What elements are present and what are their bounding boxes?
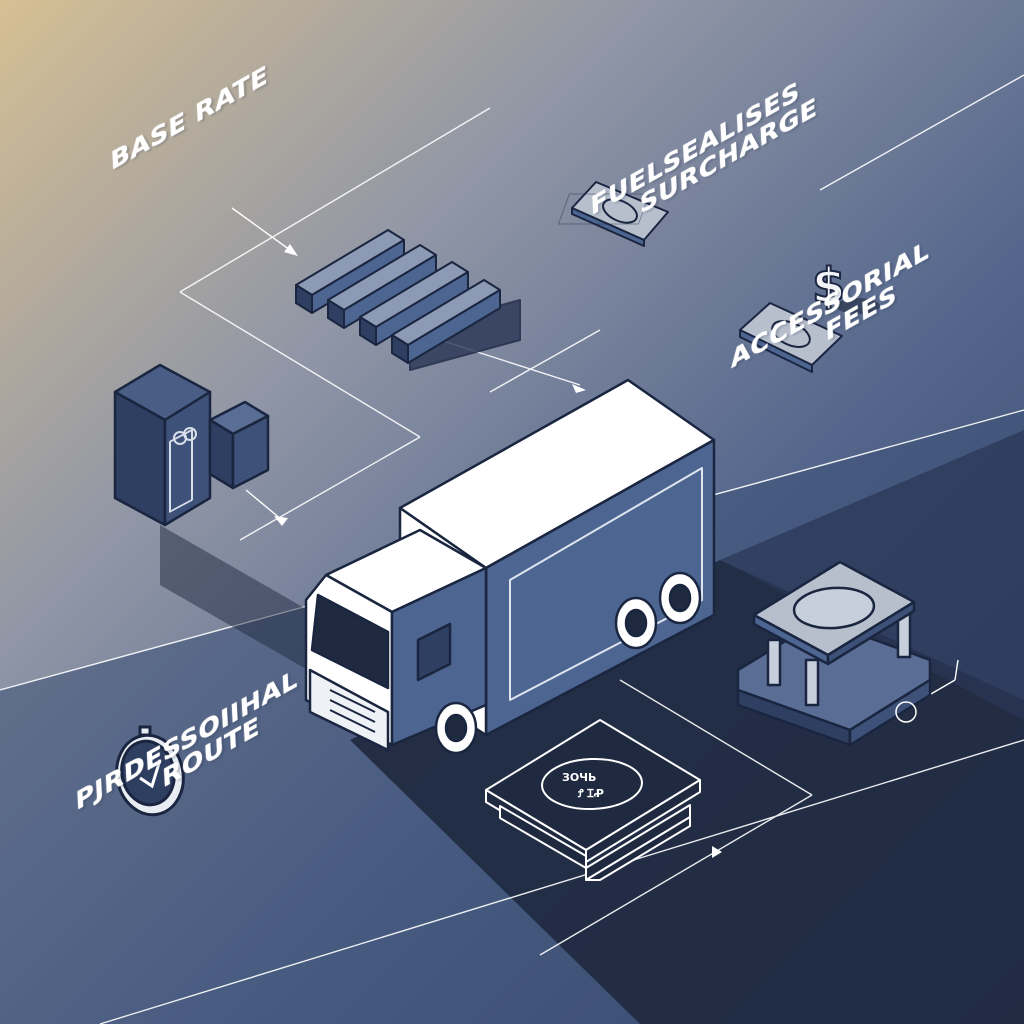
dollar-sign-icon: $	[811, 257, 880, 315]
wheel	[658, 571, 702, 625]
stacked-bars-icon	[295, 229, 521, 371]
guide-lines	[0, 74, 1024, 1024]
stamp-pad-icon	[485, 719, 701, 881]
banknote-icon	[739, 302, 843, 373]
cash-register-icon	[736, 560, 932, 747]
seal-text-line1: ЗОЧЬ	[562, 771, 596, 784]
seal-text-line2: Ꝭ ꞮꝒ	[577, 787, 604, 800]
truck-icon	[304, 378, 716, 755]
wheel	[614, 596, 658, 650]
svg-text:$: $	[812, 258, 845, 314]
right-dark-area	[720, 430, 1024, 720]
banknote-icon	[557, 181, 669, 247]
stopwatch-icon	[115, 725, 185, 817]
wheel	[434, 701, 478, 755]
